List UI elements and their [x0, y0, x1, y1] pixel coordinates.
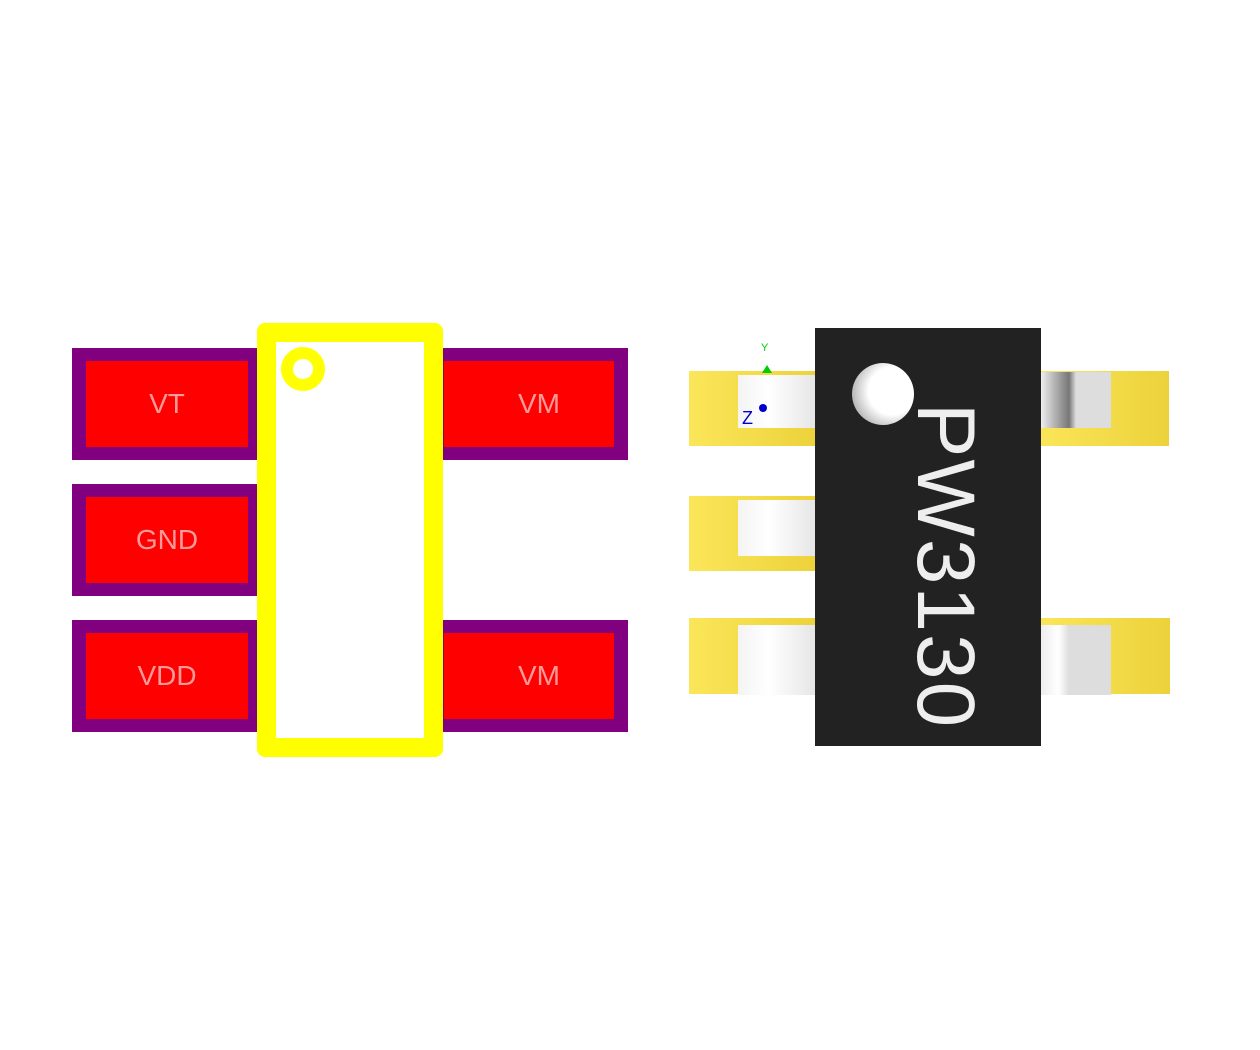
pad-label: VM [444, 361, 614, 447]
pad-label: GND [86, 497, 248, 583]
axis-y-arrow-icon [762, 365, 772, 373]
lead [1041, 625, 1111, 695]
pad-label: VDD [86, 633, 248, 719]
pad-gnd[interactable]: GND [72, 484, 262, 596]
silkscreen-outline [257, 323, 443, 757]
pad-vm-top[interactable]: VM [438, 348, 628, 460]
lead [738, 375, 815, 428]
lead [738, 625, 815, 695]
pad-vt[interactable]: VT [72, 348, 262, 460]
pin1-dot-icon [852, 363, 914, 425]
part-marking: PW3130 [900, 402, 991, 730]
pin1-marker-icon [281, 347, 325, 391]
axis-z-label: Z [742, 408, 753, 428]
pad-vdd[interactable]: VDD [72, 620, 262, 732]
lead [738, 500, 815, 556]
pad-label: VT [86, 361, 248, 447]
pad-label: VM [444, 633, 614, 719]
axis-z-dot-icon [759, 404, 767, 412]
pad-vm-bottom[interactable]: VM [438, 620, 628, 732]
lead [1041, 372, 1111, 428]
axis-y-label: Y [761, 342, 769, 354]
